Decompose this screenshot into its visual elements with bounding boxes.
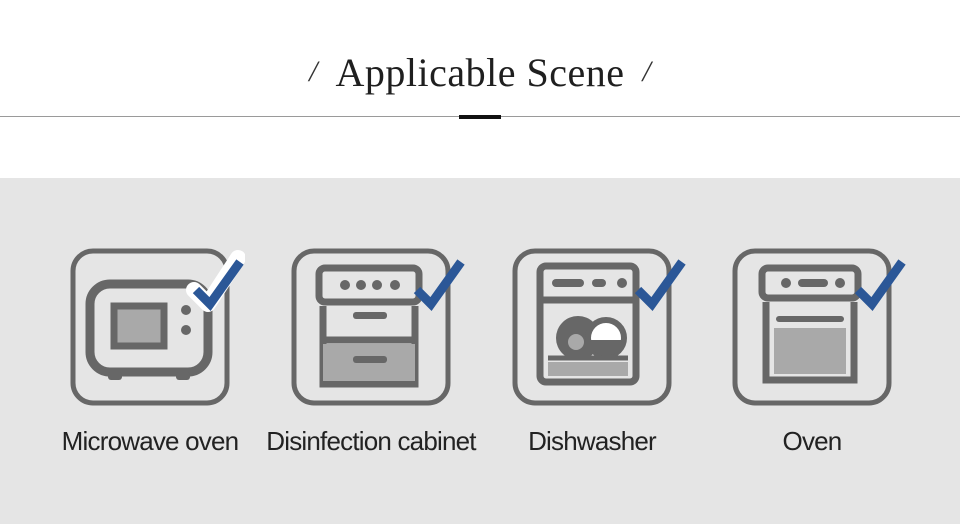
- header-divider-accent: [459, 115, 501, 119]
- page-title: Applicable Scene: [335, 49, 625, 95]
- title-row: / Applicable Scene /: [0, 44, 960, 100]
- title-slash-left: /: [309, 55, 318, 88]
- checkmark-icon: [413, 259, 465, 311]
- scene-panel: Microwave oven Disinfection cabine: [0, 178, 960, 524]
- page-header: / Applicable Scene /: [0, 0, 960, 178]
- disinfection-cabinet-icon: [291, 246, 465, 406]
- microwave-icon: [70, 246, 245, 406]
- scene-label: Disinfection cabinet: [266, 426, 476, 456]
- oven-icon: [732, 246, 906, 406]
- scene-label: Oven: [782, 426, 843, 456]
- title-slash-right: /: [642, 55, 651, 88]
- dishwasher-icon: [512, 246, 686, 406]
- checkmark-icon: [634, 259, 686, 311]
- checkmark-icon: [854, 259, 906, 311]
- scene-label: Dishwasher: [528, 426, 657, 456]
- checkmark-icon: [186, 250, 245, 312]
- scene-label: Microwave oven: [61, 426, 239, 456]
